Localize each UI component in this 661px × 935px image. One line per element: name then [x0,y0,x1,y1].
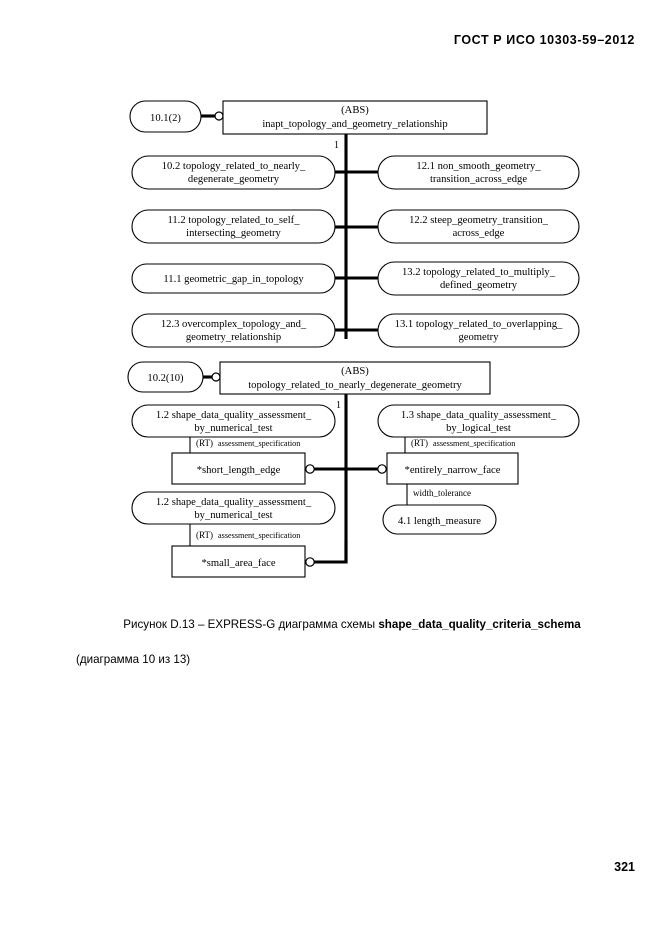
ref-right-top-line2: by_logical_test [446,423,511,434]
subtype-right-4-upper[interactable]: 13.1 topology_related_to_overlapping_ ge… [377,313,580,348]
figure-caption: Рисунок D.13 – EXPRESS-G диаграмма схемы… [64,618,640,666]
page-ref-10-2-10-label: 10.2(10) [147,373,184,384]
subtype-right-4-line1: 13.1 topology_related_to_overlapping_ [395,319,563,330]
cardinality-lower: 1 [336,400,341,411]
subtype-right-1-upper[interactable]: 12.1 non_smooth_geometry_ transition_acr… [377,155,580,190]
subtype-right-2-upper[interactable]: 12.2 steep_geometry_transition_ across_e… [377,209,580,244]
link-small-area-face-trunk [314,540,348,564]
connector-circle-lower-root [211,372,221,382]
subtype-right-1-line2: transition_across_edge [430,174,527,185]
role-left-top-rt: (RT) [196,438,213,448]
figure-caption-line2: (диаграмма 10 из 13) [76,653,191,666]
ref-left-bottom-line2: by_numerical_test [194,510,272,521]
subtype-right-4-line2: geometry [458,332,499,343]
page-number: 321 [614,860,635,874]
subtype-right-2-line2: across_edge [453,228,505,239]
ref-left-top-line2: by_numerical_test [194,423,272,434]
entity-name-lower-root: topology_related_to_nearly_degenerate_ge… [248,380,462,391]
ref-length-measure[interactable]: 4.1 length_measure [382,504,497,535]
entity-inapt-topology-and-geometry-relationship[interactable]: (ABS) inapt_topology_and_geometry_relati… [222,100,488,135]
attr-width-tolerance-label: width_tolerance [413,488,471,498]
ref-length-measure-label: 4.1 length_measure [398,516,481,527]
subtype-left-1-upper[interactable]: 10.2 topology_related_to_nearly_ degener… [131,155,336,190]
entity-topology-related-to-nearly-degenerate-geometry[interactable]: (ABS) topology_related_to_nearly_degener… [219,361,491,395]
abs-label-lower: (ABS) [341,366,369,377]
link-circle-short-length-edge [305,464,315,474]
figure-caption-schema-name: shape_data_quality_criteria_schema [378,618,581,631]
ref-right-top-lower[interactable]: 1.3 shape_data_quality_assessment_ by_lo… [377,404,580,438]
page-ref-10-2-10[interactable]: 10.2(10) [127,361,204,393]
entity-small-area-face[interactable]: *small_area_face [171,545,306,578]
subtype-left-2-line1: 11.2 topology_related_to_self_ [167,215,300,226]
figure-caption-line1: Рисунок D.13 – EXPRESS-G диаграмма схемы… [64,618,640,631]
subtype-right-1-line1: 12.1 non_smooth_geometry_ [416,161,541,172]
subtype-left-4-line2: geometry_relationship [186,332,281,343]
subtype-left-4-upper[interactable]: 12.3 overcomplex_topology_and_ geometry_… [131,313,336,348]
subtype-right-3-line1: 13.2 topology_related_to_multiply_ [402,267,556,278]
ref-left-bottom-lower[interactable]: 1.2 shape_data_quality_assessment_ by_nu… [131,491,336,525]
entity-entirely-narrow-face[interactable]: *entirely_narrow_face [386,452,519,485]
link-circle-small-area-face [305,557,315,567]
link-circle-entirely-narrow-face [377,464,387,474]
ref-left-top-lower[interactable]: 1.2 shape_data_quality_assessment_ by_nu… [131,404,336,438]
page-ref-10-1-2[interactable]: 10.1(2) [129,100,202,133]
subtype-left-2-line2: intersecting_geometry [186,228,281,239]
subtype-right-3-line2: defined_geometry [440,280,518,291]
subtype-left-2-upper[interactable]: 11.2 topology_related_to_self_ intersect… [131,209,336,244]
page-ref-10-1-2-label: 10.1(2) [150,113,181,124]
subtype-left-1-line2: degenerate_geometry [188,174,280,185]
role-left-bottom-rt: (RT) [196,530,213,540]
ref-left-bottom-line1: 1.2 shape_data_quality_assessment_ [156,497,312,508]
role-left-bottom-name: assessment_specification [218,531,300,540]
entity-entirely-narrow-face-label: *entirely_narrow_face [405,465,501,476]
cardinality-upper: 1 [334,140,339,151]
entity-name-upper-root: inapt_topology_and_geometry_relationship [262,119,447,130]
subtype-right-2-line1: 12.2 steep_geometry_transition_ [409,215,549,226]
abs-label-upper: (ABS) [341,105,369,116]
ref-left-top-line1: 1.2 shape_data_quality_assessment_ [156,410,312,421]
role-right-top-rt: (RT) [411,438,428,448]
subtype-left-3-upper[interactable]: 11.1 geometric_gap_in_topology [131,263,336,294]
role-right-top-name: assessment_specification [433,439,515,448]
subtype-left-4-line1: 12.3 overcomplex_topology_and_ [161,319,307,330]
entity-short-length-edge-label: *short_length_edge [197,465,281,476]
express-g-diagram: 10.1(2) (ABS) inapt_topology_and_geometr… [127,100,580,578]
connector-circle-upper-root [214,111,224,121]
entity-small-area-face-label: *small_area_face [201,558,275,569]
ref-right-top-line1: 1.3 shape_data_quality_assessment_ [401,410,557,421]
document-header: ГОСТ Р ИСО 10303-59–2012 [453,33,635,47]
subtype-right-3-upper[interactable]: 13.2 topology_related_to_multiply_ defin… [377,261,580,296]
subtype-left-3-line1: 11.1 geometric_gap_in_topology [163,274,304,285]
figure-caption-prefix: Рисунок D.13 – EXPRESS-G диаграмма схемы [123,618,379,631]
subtype-left-1-line1: 10.2 topology_related_to_nearly_ [162,161,306,172]
role-left-top-name: assessment_specification [218,439,300,448]
entity-short-length-edge[interactable]: *short_length_edge [171,452,306,485]
